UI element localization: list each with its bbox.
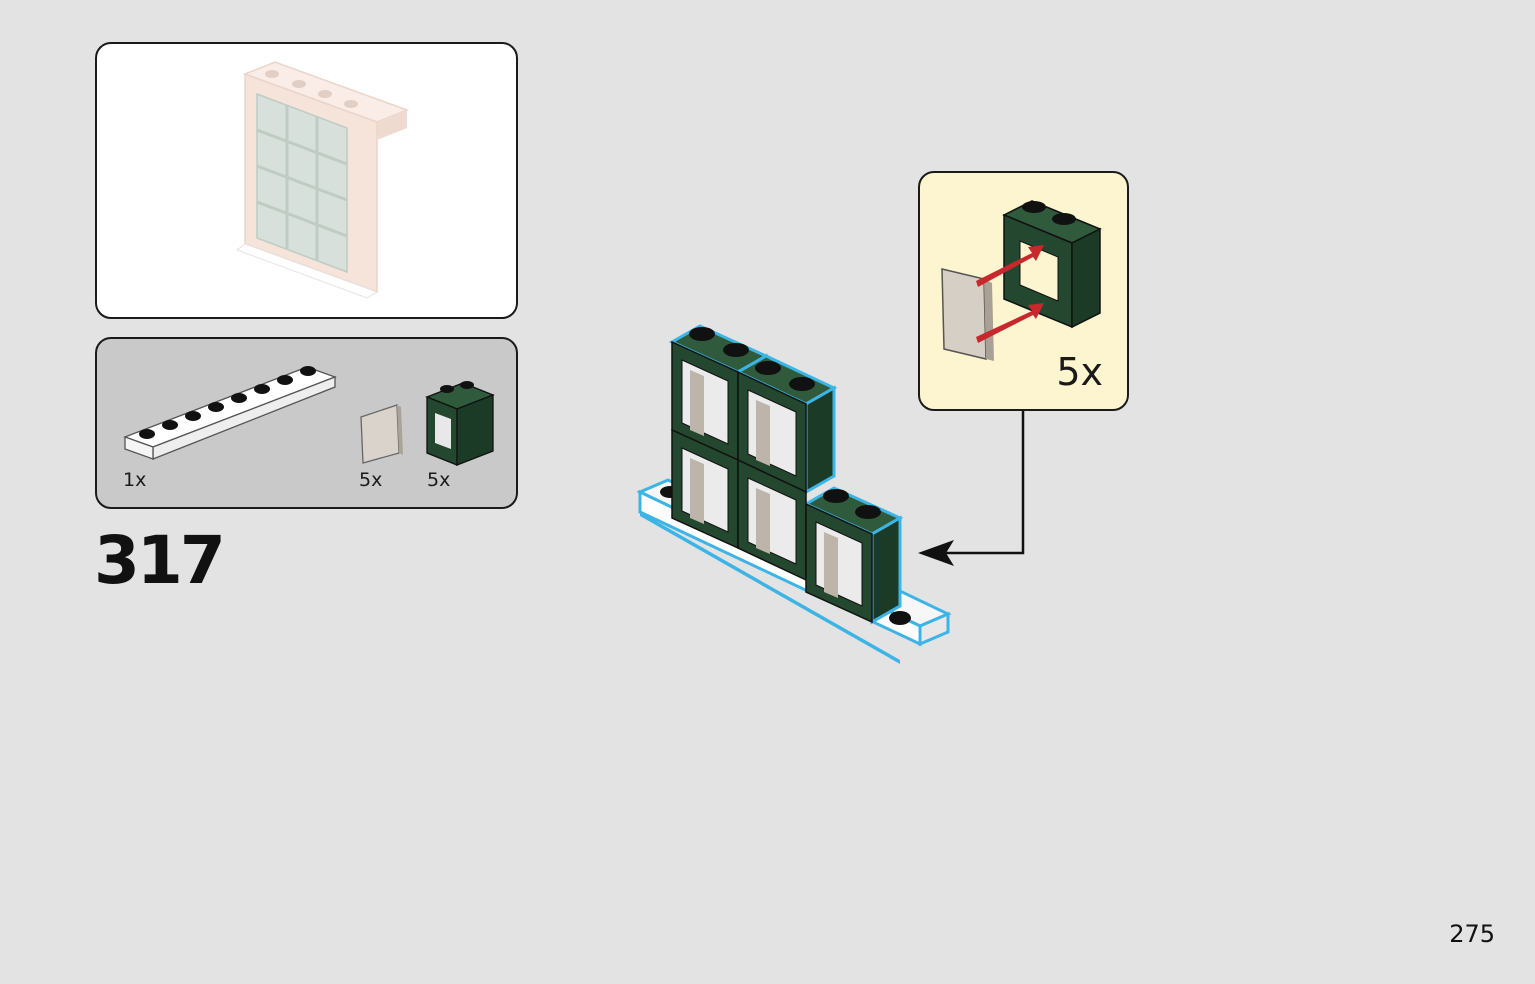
sub-step-callout: 5x	[918, 171, 1129, 411]
faded-window-wall-icon	[235, 61, 410, 299]
red-insert-arrow-icon	[976, 245, 1044, 343]
dark-green-window-frame-icon	[425, 381, 495, 466]
parts-list-panel: 1x 5x 5x	[95, 337, 518, 509]
trans-clear-window-pane-icon	[941, 268, 994, 361]
part-quantity: 1x	[123, 469, 147, 491]
callout-quantity: 5x	[1056, 350, 1103, 394]
callout-illustration	[941, 200, 1102, 361]
callout-pointer-arrow	[918, 411, 1025, 566]
parts-illustration	[123, 366, 495, 466]
white-rail-plate-icon	[123, 366, 337, 460]
assembly-preview-panel	[95, 42, 518, 319]
step-number: 317	[94, 522, 226, 599]
part-quantity: 5x	[427, 469, 451, 491]
trans-clear-window-pane-icon	[360, 404, 403, 464]
part-quantity: 5x	[359, 469, 383, 491]
dark-green-window-frame-icon	[1002, 200, 1102, 329]
page-number: 275	[1449, 920, 1495, 948]
